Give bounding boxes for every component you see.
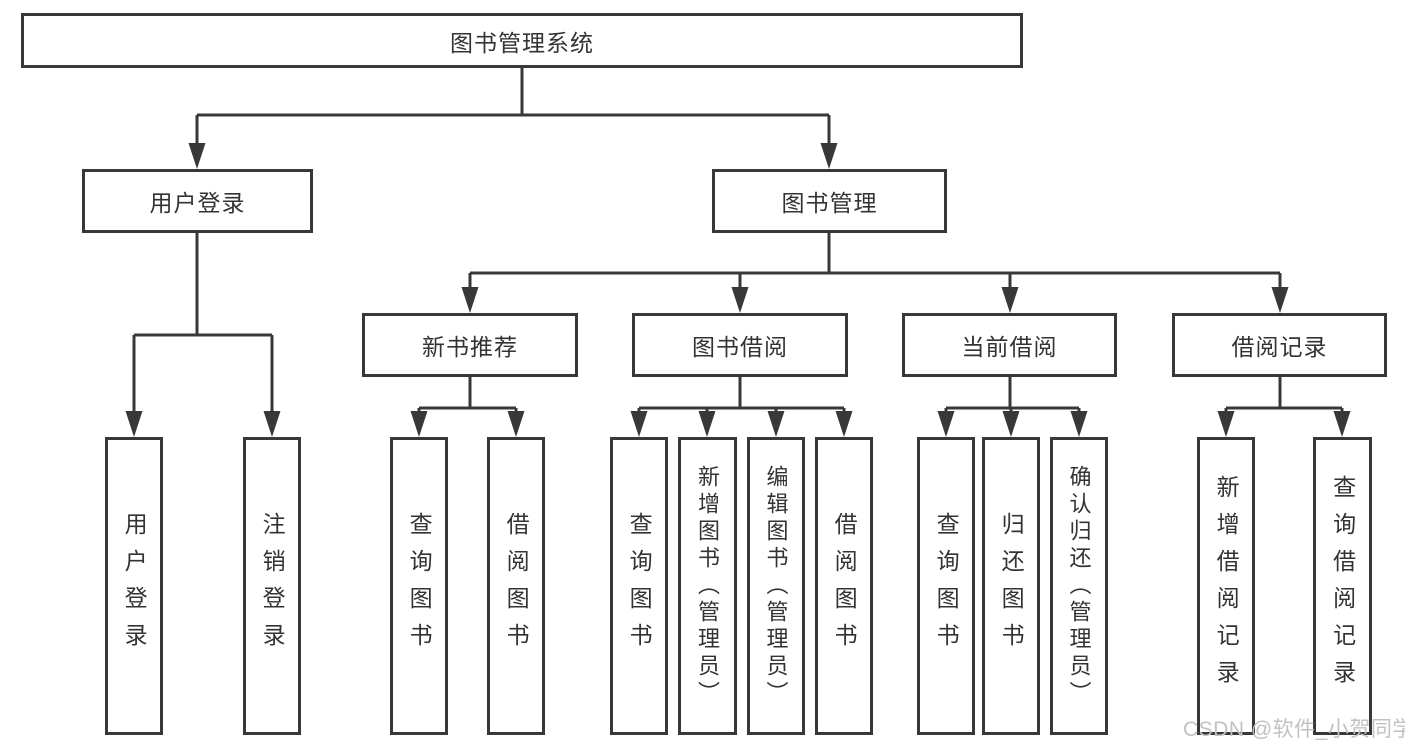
node-library-system: 图书管理系统 [21, 13, 1023, 68]
leaf-logout: 注销登录 [243, 437, 301, 735]
node-book-management-label: 图书管理 [781, 190, 878, 216]
leaf-return-books: 归还图书 [982, 437, 1040, 735]
arrowhead-icon [1217, 411, 1235, 437]
arrowhead-icon [263, 411, 281, 437]
arrowhead-icon [1070, 411, 1088, 437]
arrowhead-icon [461, 287, 479, 313]
leaf-query-borrow-record-label: 查询借阅记录 [1329, 475, 1356, 697]
leaf-logout-label: 注销登录 [259, 512, 286, 660]
arrowhead-icon [937, 411, 955, 437]
leaf-query-books-borrowing: 查询图书 [610, 437, 668, 735]
arrowhead-icon [507, 411, 525, 437]
leaf-confirm-return-admin-label: 确认归还（管理员） [1066, 464, 1092, 708]
leaf-borrow-books-recommend: 借阅图书 [487, 437, 545, 735]
node-book-borrowing-label: 图书借阅 [692, 334, 788, 360]
leaf-add-books-admin: 新增图书（管理员） [678, 437, 737, 735]
leaf-borrow-books-label: 借阅图书 [831, 512, 858, 660]
arrowhead-icon [820, 143, 838, 169]
node-borrowing-records: 借阅记录 [1172, 313, 1387, 377]
leaf-confirm-return-admin: 确认归还（管理员） [1050, 437, 1108, 735]
node-new-book-recommend: 新书推荐 [362, 313, 578, 377]
node-user-login: 用户登录 [82, 169, 313, 233]
arrowhead-icon [835, 411, 853, 437]
leaf-user-login-label: 用户登录 [121, 512, 148, 660]
leaf-borrow-books: 借阅图书 [815, 437, 873, 735]
node-borrowing-records-label: 借阅记录 [1231, 334, 1328, 360]
node-library-system-label: 图书管理系统 [450, 29, 594, 56]
arrowhead-icon [630, 411, 648, 437]
arrowhead-icon [410, 411, 428, 437]
node-book-borrowing: 图书借阅 [632, 313, 848, 377]
node-user-login-label: 用户登录 [149, 190, 246, 216]
node-current-borrowing-label: 当前借阅 [961, 334, 1058, 360]
leaf-query-borrow-record: 查询借阅记录 [1313, 437, 1372, 735]
node-book-management: 图书管理 [712, 169, 947, 233]
leaf-return-books-label: 归还图书 [998, 512, 1025, 660]
leaf-query-books-current-label: 查询图书 [933, 512, 960, 660]
arrowhead-icon [767, 411, 785, 437]
arrowhead-icon [1002, 411, 1020, 437]
leaf-query-books-recommend-label: 查询图书 [406, 512, 433, 660]
leaf-query-books-recommend: 查询图书 [390, 437, 448, 735]
arrowhead-icon [1333, 411, 1351, 437]
leaf-borrow-books-recommend-label: 借阅图书 [503, 512, 530, 660]
arrowhead-icon [188, 143, 206, 169]
watermark: CSDN @软件_小贺同学 [1183, 718, 1405, 741]
leaf-edit-books-admin-label: 编辑图书（管理员） [763, 464, 789, 708]
leaf-query-books-current: 查询图书 [917, 437, 975, 735]
leaf-add-books-admin-label: 新增图书（管理员） [695, 464, 721, 708]
arrowhead-icon [1001, 287, 1019, 313]
leaf-add-borrow-record-label: 新增借阅记录 [1213, 475, 1240, 697]
leaf-user-login: 用户登录 [105, 437, 163, 735]
leaf-edit-books-admin: 编辑图书（管理员） [747, 437, 805, 735]
arrowhead-icon [731, 287, 749, 313]
node-new-book-recommend-label: 新书推荐 [422, 334, 518, 360]
arrowhead-icon [1271, 287, 1289, 313]
leaf-add-borrow-record: 新增借阅记录 [1197, 437, 1255, 735]
arrowhead-icon [125, 411, 143, 437]
node-current-borrowing: 当前借阅 [902, 313, 1117, 377]
leaf-query-books-borrowing-label: 查询图书 [626, 512, 653, 660]
arrowhead-icon [698, 411, 716, 437]
